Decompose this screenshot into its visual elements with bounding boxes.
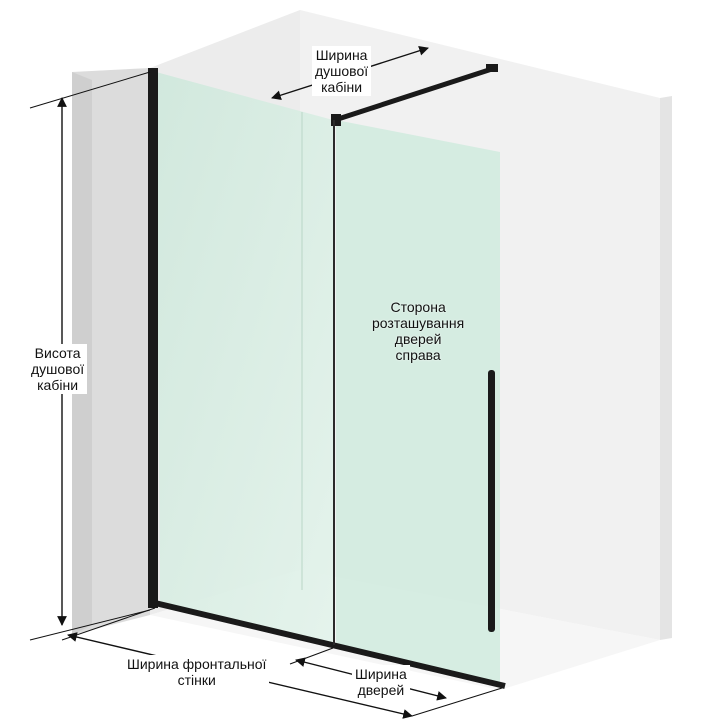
wall-right-edge: [660, 96, 672, 640]
label-cabin-height: Висота душової кабіни: [28, 344, 88, 394]
dim-ext-door-left: [289, 647, 334, 665]
fixed-glass-panel: [156, 72, 333, 643]
dim-ext-door-right: [411, 687, 503, 717]
door-glass-panel: [336, 120, 500, 684]
label-cabin-width: Ширина душової кабіни: [312, 46, 372, 96]
dim-ext-bottom: [29, 609, 151, 641]
stabilizer-clamp: [331, 114, 341, 126]
dim-ext-top: [29, 71, 151, 109]
label-front-wall-width: Ширина фронтальної стінки: [124, 655, 270, 689]
label-door-width: Ширина дверей: [352, 665, 410, 699]
wall-profile: [148, 68, 158, 608]
label-door-side: Сторона розташування дверей справа: [372, 299, 465, 363]
door-handle: [488, 370, 495, 632]
wall-bracket: [486, 64, 498, 72]
